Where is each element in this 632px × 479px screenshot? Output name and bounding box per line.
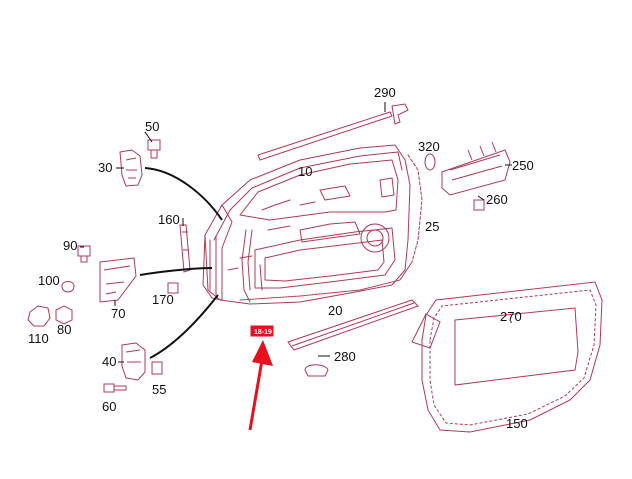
door-panel-trim — [254, 227, 396, 289]
door-inner-edge — [213, 151, 403, 241]
label-170: 170 — [152, 292, 174, 307]
upper-hinge-arc — [144, 167, 223, 221]
door-outer-outline — [204, 144, 411, 305]
label-270: 270 — [500, 309, 522, 324]
door-lower-seal — [239, 261, 413, 301]
door-check-group — [167, 218, 191, 294]
sill-molding-inner — [291, 302, 415, 347]
inner-panel-frame-inner — [429, 289, 597, 426]
lower-hinge-arc — [149, 294, 219, 359]
sill-molding-strip — [287, 299, 419, 351]
label-10: 10 — [298, 164, 312, 179]
lower-hinge-body — [121, 342, 146, 381]
label-150: 150 — [506, 416, 528, 431]
upper-hinge-group — [116, 131, 223, 221]
mirror-patch — [411, 313, 441, 349]
nut-110 — [27, 305, 51, 327]
label-50: 50 — [145, 119, 159, 134]
mid-hinge-arc — [139, 267, 213, 276]
label-80: 80 — [57, 322, 71, 337]
label-260: 260 — [486, 192, 508, 207]
red-arrow-shaft — [248, 359, 264, 431]
red-arrow — [248, 340, 273, 431]
label-55: 55 — [152, 382, 166, 397]
leader-260 — [477, 195, 485, 201]
belt-molding-strip — [257, 111, 393, 161]
door-check-detail — [182, 231, 189, 251]
nut-80 — [55, 305, 73, 325]
belt-molding-clip — [391, 103, 409, 125]
label-280: 280 — [334, 349, 356, 364]
label-100: 100 — [38, 273, 60, 288]
mirror-group — [424, 141, 512, 211]
screw-260 — [473, 199, 485, 211]
handle-250 — [441, 149, 511, 196]
bolt-50 — [147, 139, 161, 159]
inner-panel-group — [411, 281, 603, 433]
label-20: 20 — [328, 303, 342, 318]
clip-280 — [304, 364, 329, 377]
armrest-pocket — [299, 221, 361, 243]
sill-molding-group — [287, 299, 419, 377]
panel-270 — [454, 307, 579, 386]
highlight-box — [249, 324, 275, 338]
inner-panel-frame — [421, 281, 603, 433]
door-details — [227, 177, 395, 291]
label-70: 70 — [111, 306, 125, 321]
door-weatherstrip — [407, 154, 423, 263]
label-250: 250 — [512, 158, 534, 173]
label-110: 110 — [28, 331, 49, 346]
label-30: 30 — [98, 160, 112, 175]
handle-250-detail — [449, 141, 503, 181]
bolt-170 — [167, 282, 179, 294]
leader-50 — [144, 131, 153, 143]
highlight-label: 18-19 — [254, 329, 272, 336]
label-320: 320 — [418, 139, 440, 154]
label-290: 290 — [374, 85, 396, 100]
label-60: 60 — [102, 399, 116, 414]
label-90: 90 — [63, 238, 77, 253]
belt-molding-group — [257, 102, 409, 161]
door-hinge-face — [202, 204, 233, 301]
mid-hinge-detail — [103, 265, 131, 295]
mid-hinge-group — [27, 245, 213, 327]
washer-100 — [61, 281, 75, 293]
bolt-55 — [151, 361, 163, 375]
red-arrow-head — [252, 340, 273, 366]
label-40: 40 — [102, 354, 116, 369]
speaker-outline — [360, 223, 390, 253]
highlight-marker: 18-19 — [249, 324, 275, 338]
upper-hinge-detail — [125, 157, 137, 179]
door-shell — [202, 144, 423, 305]
bolt-90 — [77, 245, 91, 263]
door-panel-trim-inner — [264, 239, 385, 282]
speaker-inner — [366, 229, 384, 247]
bolt-60 — [103, 383, 127, 393]
label-160: 160 — [158, 212, 180, 227]
mid-hinge-body — [99, 257, 137, 303]
label-25: 25 — [425, 219, 439, 234]
part-labels: 290 50 30 10 320 250 260 160 25 90 100 1… — [28, 85, 534, 431]
grommet-320 — [424, 153, 436, 171]
window-frame-inner — [239, 159, 399, 221]
lower-hinge-group — [103, 294, 219, 393]
upper-hinge-body — [119, 149, 143, 187]
door-hinge-face-detail — [209, 235, 217, 296]
door-check-strap — [179, 224, 191, 273]
window-seal-vertical — [241, 229, 253, 303]
lower-hinge-detail — [125, 349, 141, 363]
